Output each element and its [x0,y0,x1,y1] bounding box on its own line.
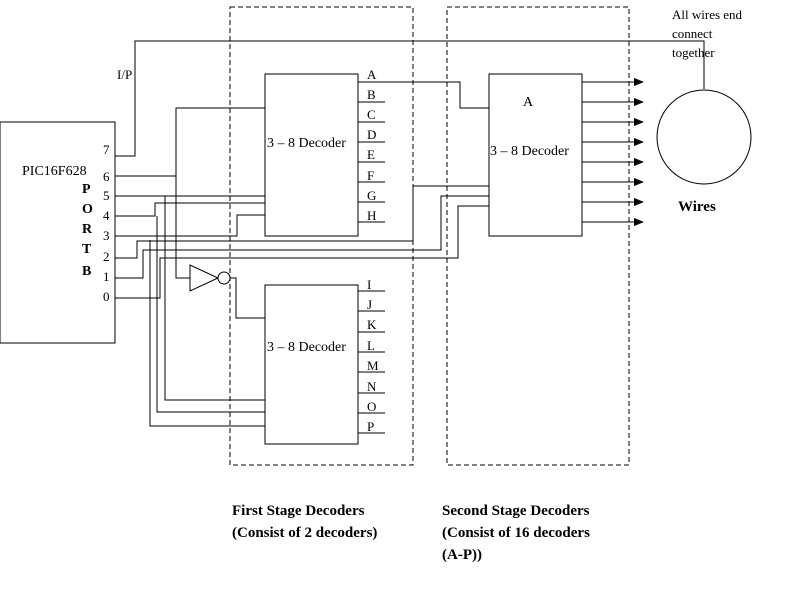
first-stage-caption-line: (Consist of 2 decoders) [232,525,377,541]
port-letter: P [82,182,91,197]
second-stage-caption-line: (Consist of 16 decoders [442,525,590,541]
output-label: M [367,358,379,373]
pin4-wire [115,202,265,217]
port-letter: B [82,264,91,279]
pic-microcontroller-box [0,121,116,344]
output-label: N [367,379,377,394]
output-label: O [367,399,376,414]
second-stage-caption-line: (A-P)) [442,547,482,563]
wires-note-line: All wires end [672,7,743,22]
mcu-label: PIC16F628 [22,164,87,179]
pin1-wire [115,195,489,279]
pin4-branch-wire [156,216,265,413]
output-label: H [367,208,376,223]
arrow-head-icon [634,178,644,186]
arrow-head-icon [634,78,644,86]
pin3-branch-wire [149,240,265,427]
port-letters: P O R T B [82,182,93,279]
output-label: K [367,317,377,332]
decoder-first-stage-bottom [264,284,359,445]
output-label: G [367,188,376,203]
second-decoder-name: A [523,95,534,110]
arrow-head-icon [634,158,644,166]
pin6-enable-wire [115,107,265,177]
first-stage-caption-line: First Stage Decoders [232,503,365,519]
pin0-wire [115,205,489,299]
output-label: C [367,107,376,122]
decoder-label: 3 – 8 Decoder [267,340,346,355]
output-label: B [367,87,376,102]
bottom-decoder-outputs: I J K L M N O P [358,277,385,434]
not-gate-bubble [217,271,231,285]
pin-number: 4 [103,208,110,223]
output-label: L [367,338,375,353]
decoder-label: 3 – 8 Decoder [490,144,569,159]
ip-label: I/P [117,67,132,82]
pin5-branch-wire [164,196,265,401]
output-label: E [367,147,375,162]
pin2-wire [115,185,489,259]
arrow-head-icon [634,138,644,146]
output-label: F [367,168,374,183]
decoder-first-stage-top [264,73,359,237]
port-letter: O [82,202,93,217]
pin-number: 6 [103,169,110,184]
pin-number: 2 [103,249,110,264]
pin-number: 0 [103,289,110,304]
pin-number: 7 [103,142,110,157]
port-letter: T [82,242,92,257]
ip-wire [115,40,705,157]
port-letter: R [82,222,93,237]
not-gate-triangle [189,264,220,292]
output-label: I [367,277,371,292]
second-stage-region [446,6,630,466]
output-label: A [367,67,377,82]
pin-number: 1 [103,269,110,284]
output-a-wire [358,81,489,109]
output-label: P [367,419,374,434]
arrow-head-icon [634,118,644,126]
top-decoder-outputs: A B C D E F G H [358,67,489,223]
decoder-label: 3 – 8 Decoder [267,136,346,151]
arrow-head-icon [634,218,644,226]
pin6-to-not-gate-wire [175,176,190,279]
arrow-head-icon [634,198,644,206]
second-stage-output-arrows [582,78,644,226]
not-gate-output-wire [230,277,265,319]
pin-number: 3 [103,228,110,243]
wires-label: Wires [678,199,716,215]
pin3-wire [115,214,265,237]
wires-note-line: connect [672,26,713,41]
output-label: D [367,127,376,142]
arrow-head-icon [634,98,644,106]
pin-number: 5 [103,188,110,203]
second-stage-caption-line: Second Stage Decoders [442,503,590,519]
wires-circle [656,89,752,185]
wires-note-line: together [672,45,715,60]
output-label: J [367,297,372,312]
pin-numbers: 7 6 5 4 3 2 1 0 [103,142,110,304]
decoder-second-stage-a [488,73,583,237]
